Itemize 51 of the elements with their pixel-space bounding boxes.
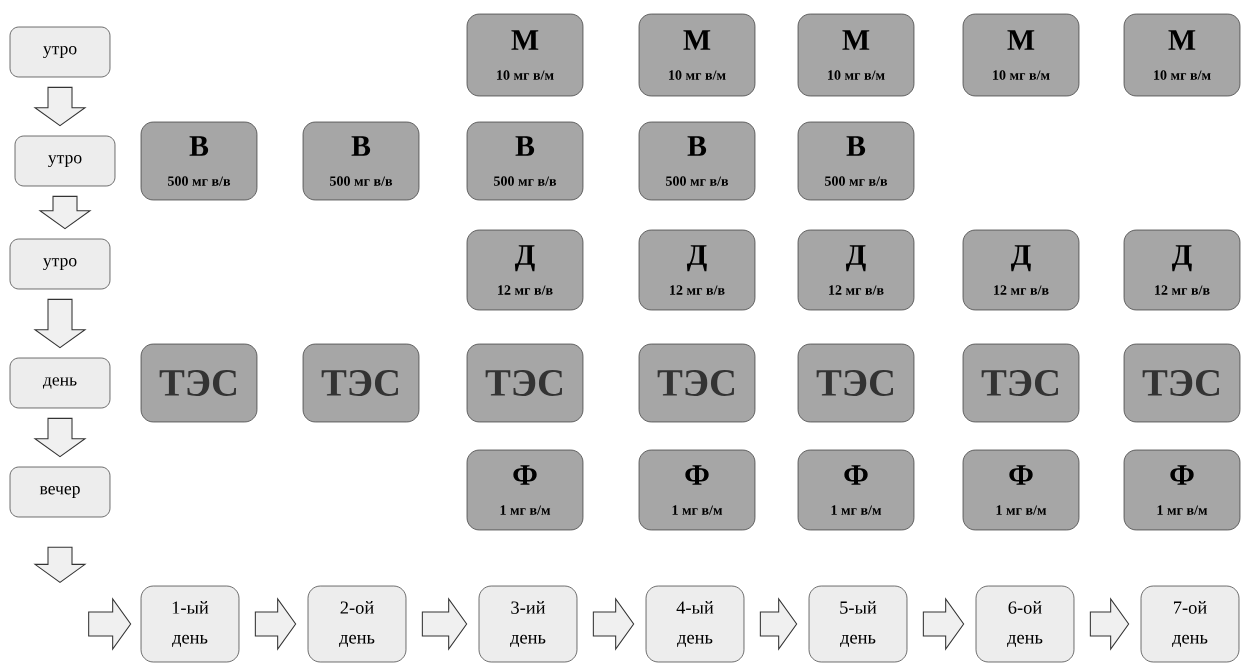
block-arrow <box>33 86 87 127</box>
day-box: 7-ой день <box>1140 585 1240 663</box>
dose-box: М 10 мг в/м <box>962 13 1080 97</box>
dose-box: Д 12 мг в/в <box>797 229 915 311</box>
block-arrow <box>38 195 92 230</box>
dose-box: В 500 мг в/в <box>466 121 584 201</box>
dose-box: Ф 1 мг в/м <box>638 449 756 531</box>
time-box: день <box>9 357 111 409</box>
dose-box: Ф 1 мг в/м <box>797 449 915 531</box>
dose-box: Ф 1 мг в/м <box>1123 449 1241 531</box>
block-arrow <box>33 417 87 458</box>
dose-box: ТЭС <box>1123 343 1241 423</box>
dose-box: Д 12 мг в/в <box>466 229 584 311</box>
block-arrow <box>88 597 132 651</box>
dose-box: ТЭС <box>962 343 1080 423</box>
block-arrow <box>254 597 297 651</box>
day-box: 4-ый день <box>645 585 745 663</box>
dose-box: Д 12 мг в/в <box>962 229 1080 311</box>
dose-box: М 10 мг в/м <box>797 13 915 97</box>
dose-box: ТЭС <box>638 343 756 423</box>
dose-box: Ф 1 мг в/м <box>466 449 584 531</box>
dose-box: М 10 мг в/м <box>1123 13 1241 97</box>
day-box: 6-ой день <box>975 585 1075 663</box>
dose-box: ТЭС <box>302 343 420 423</box>
block-arrow <box>592 597 635 651</box>
dose-box: В 500 мг в/в <box>638 121 756 201</box>
dose-box: В 500 мг в/в <box>140 121 258 201</box>
dose-box: Ф 1 мг в/м <box>962 449 1080 531</box>
time-box: утро <box>9 238 111 290</box>
dose-box: В 500 мг в/в <box>302 121 420 201</box>
block-arrow <box>33 546 87 583</box>
block-arrow <box>33 298 87 349</box>
dose-box: М 10 мг в/м <box>638 13 756 97</box>
block-arrow <box>759 597 798 651</box>
time-box: вечер <box>9 466 111 518</box>
dose-box: ТЭС <box>466 343 584 423</box>
block-arrow <box>1089 597 1130 651</box>
block-arrow <box>922 597 965 651</box>
day-box: 1-ый день <box>140 585 240 663</box>
dose-box: Д 12 мг в/в <box>638 229 756 311</box>
time-box: утро <box>9 26 111 78</box>
day-box: 2-ой день <box>307 585 407 663</box>
dose-box: М 10 мг в/м <box>466 13 584 97</box>
dose-box: Д 12 мг в/в <box>1123 229 1241 311</box>
dose-box: В 500 мг в/в <box>797 121 915 201</box>
dose-box: ТЭС <box>140 343 258 423</box>
day-box: 5-ый день <box>808 585 908 663</box>
dose-box: ТЭС <box>797 343 915 423</box>
block-arrow <box>421 597 468 651</box>
day-box: 3-ий день <box>478 585 578 663</box>
time-box: утро <box>14 135 116 187</box>
